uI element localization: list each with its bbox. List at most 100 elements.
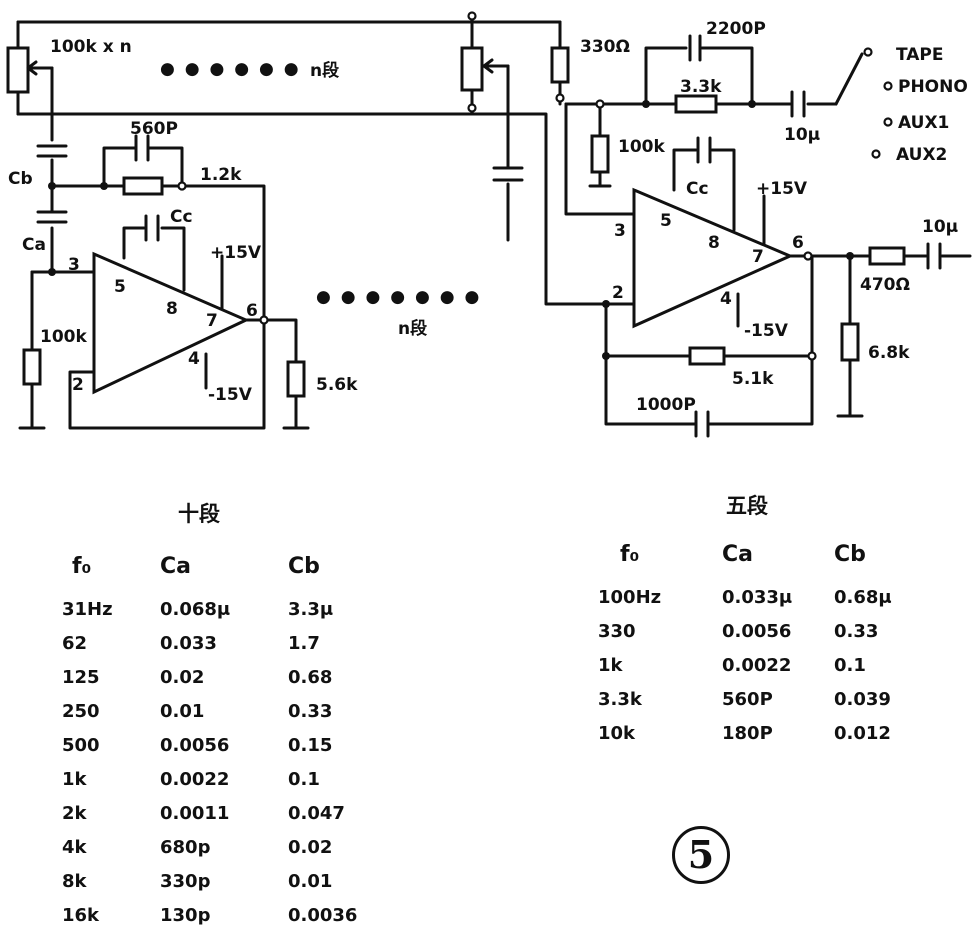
cell-ca: 0.0056 (722, 620, 792, 642)
label-n-stage-mid: n段 (398, 318, 427, 339)
label-dots-top: ● ● ● ● ● ● (160, 59, 301, 79)
r330-resistor (550, 46, 570, 84)
label-r33k: 3.3k (680, 77, 722, 97)
label-r56k: 5.6k (316, 375, 358, 395)
cell-cb: 0.01 (288, 870, 333, 892)
r68k-resistor (840, 322, 860, 362)
cell-f0: 4k (62, 836, 87, 858)
label-phono: PHONO (898, 77, 968, 97)
cell-cb: 0.039 (834, 688, 891, 710)
cell-f0: 1k (62, 768, 87, 790)
r100k-right-resistor (590, 134, 610, 174)
cell-f0: 16k (62, 904, 100, 926)
cell-f0: 10k (598, 722, 636, 744)
cb-capacitor (36, 144, 68, 158)
r56k-resistor (286, 360, 306, 398)
pin-left-4: 4 (188, 349, 200, 369)
component-labels: 100k x n ● ● ● ● ● ● n段 Cb Ca 560P 1.2k … (8, 19, 968, 415)
five-band-title: 五段 (726, 494, 768, 518)
middle-capacitor (492, 166, 524, 182)
cell-ca: 330p (160, 870, 211, 892)
label-aux1: AUX1 (898, 113, 949, 133)
cell-cb: 0.68μ (834, 586, 892, 608)
label-c560: 560P (130, 119, 178, 139)
label-pot-n: 100k x n (50, 37, 132, 57)
cell-cb: 0.68 (288, 666, 333, 688)
pin-right-7: 7 (752, 247, 764, 267)
pin-left-3: 3 (68, 255, 80, 275)
r12k-resistor (122, 176, 164, 196)
opamp-left (92, 251, 250, 395)
cell-f0: 8k (62, 870, 87, 892)
pin-left-5: 5 (114, 277, 126, 297)
ca-capacitor (36, 210, 68, 224)
cell-ca: 680p (160, 836, 211, 858)
cell-ca: 180P (722, 722, 773, 744)
ten-band-title: 十段 (178, 502, 220, 526)
opamp-right (632, 187, 794, 329)
ten-band-header-row: f₀ Ca Cb (62, 540, 388, 592)
cell-cb: 0.012 (834, 722, 891, 744)
r51k-resistor (688, 346, 726, 366)
pin-left-7: 7 (206, 311, 218, 331)
label-r330: 330Ω (580, 37, 630, 57)
cell-cb: 0.1 (834, 654, 866, 676)
pin-left-6: 6 (246, 301, 258, 321)
ten-band-header-ca: Ca (160, 553, 191, 579)
c2200-capacitor (688, 34, 702, 62)
label-c2200: 2200P (706, 19, 766, 39)
cell-f0: 100Hz (598, 586, 662, 608)
cell-cb: 0.33 (288, 700, 333, 722)
cell-f0: 330 (598, 620, 636, 642)
label-c1000: 1000P (636, 395, 696, 415)
label-vminus-left: -15V (208, 385, 253, 405)
c1000-capacitor (694, 410, 710, 438)
equalizer-schematic: 100k x n ● ● ● ● ● ● n段 Cb Ca 560P 1.2k … (6, 11, 972, 438)
cell-ca: 0.068μ (160, 598, 231, 620)
cc-left-capacitor (144, 214, 160, 242)
cell-ca: 560P (722, 688, 773, 710)
label-vminus-right: -15V (744, 321, 789, 341)
cell-cb: 0.33 (834, 620, 879, 642)
cell-ca: 0.033μ (722, 586, 793, 608)
cell-cb: 3.3μ (288, 598, 334, 620)
table-row: 330 0.0056 0.33 (598, 614, 934, 648)
pin-right-4: 4 (720, 289, 732, 309)
five-band-header-cb: Cb (834, 541, 866, 567)
cell-f0: 500 (62, 734, 100, 756)
label-n-stage-top: n段 (310, 60, 339, 81)
label-r100k-left: 100k (40, 327, 87, 347)
r470-resistor (868, 246, 906, 266)
table-row: 100Hz 0.033μ 0.68μ (598, 580, 934, 614)
table-row: 10k 180P 0.012 (598, 716, 934, 750)
cell-f0: 250 (62, 700, 100, 722)
label-r12k: 1.2k (200, 165, 242, 185)
five-band-header-row: f₀ Ca Cb (598, 528, 934, 580)
pin-left-2: 2 (72, 375, 84, 395)
label-r470: 470Ω (860, 275, 910, 295)
pin-right-2: 2 (612, 283, 624, 303)
cell-f0: 1k (598, 654, 623, 676)
c10u-input-capacitor (790, 90, 806, 118)
cell-f0: 125 (62, 666, 100, 688)
label-tape: TAPE (896, 45, 944, 65)
label-r100k-right: 100k (618, 137, 665, 157)
components (6, 34, 942, 438)
pot-left (6, 46, 30, 94)
wiring (16, 20, 972, 430)
pin-numbers: 3 5 8 7 6 4 2 3 5 8 7 6 4 2 (68, 211, 804, 395)
cell-f0: 3.3k (598, 688, 642, 710)
cell-cb: 1.7 (288, 632, 320, 654)
label-cc-left: Cc (170, 207, 193, 227)
table-row: 3.3k 560P 0.039 (598, 682, 934, 716)
label-vplus-left: +15V (210, 243, 262, 263)
